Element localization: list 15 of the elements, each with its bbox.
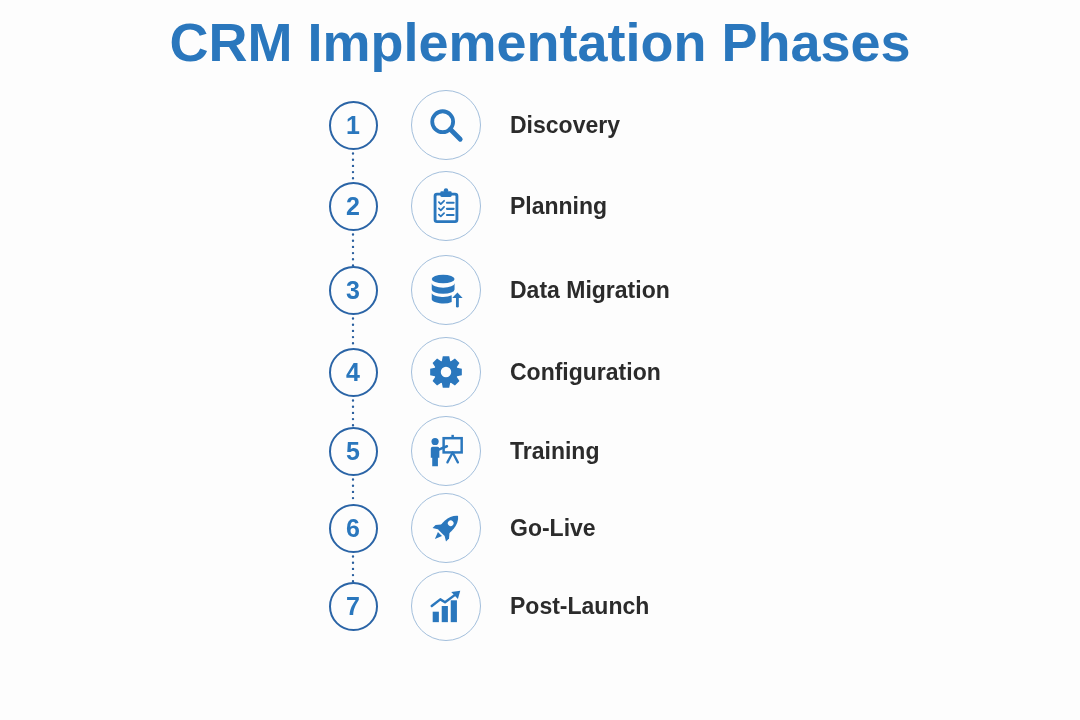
phase-label: Planning (510, 192, 608, 220)
step-number: 1 (346, 112, 360, 138)
phase-label: Configuration (510, 358, 661, 386)
step-number: 3 (346, 277, 360, 303)
phase-label: Discovery (510, 111, 620, 139)
step-number: 5 (346, 438, 360, 464)
phase-label: Post-Launch (510, 592, 650, 620)
phase-label: Go-Live (510, 514, 596, 542)
step-number: 2 (346, 193, 360, 219)
phase-label: Data Migration (510, 276, 670, 304)
step-number: 4 (346, 359, 360, 385)
phase-label: Training (510, 437, 600, 465)
title: CRM Implementation Phases (168, 11, 912, 74)
step-number: 7 (346, 593, 360, 619)
step-number: 6 (346, 515, 360, 541)
